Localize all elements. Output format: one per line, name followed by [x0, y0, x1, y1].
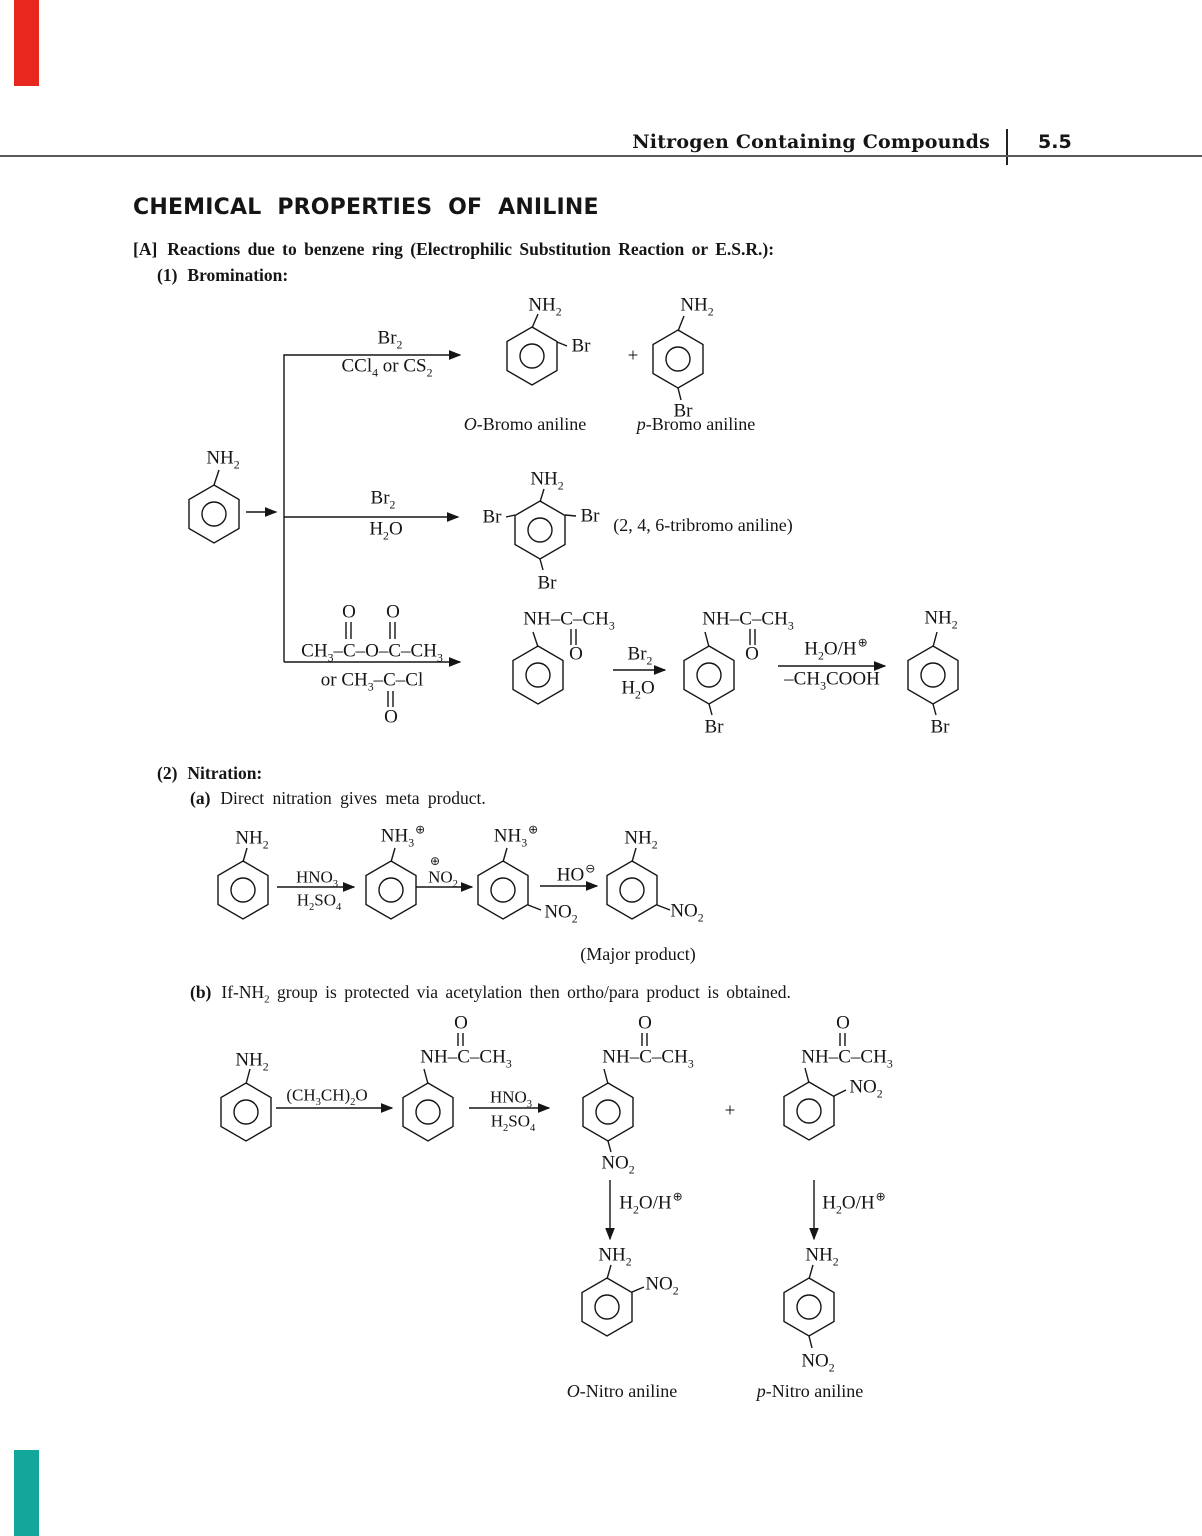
benzene-ring — [683, 645, 735, 705]
product-label-tribromo-aniline: (2, 4, 6-tribromo aniline) — [613, 515, 793, 535]
formula-br: Br — [571, 335, 591, 357]
formula-nh2: NH2 — [598, 1244, 632, 1269]
formula-nh2: NH2 — [805, 1244, 839, 1269]
plus-charge-icon: ⊕ — [429, 854, 441, 868]
benzene-ring — [512, 645, 564, 705]
formula-nh3-plus: NH3⊕ — [493, 822, 539, 850]
subsection-1-heading: (1)Bromination: — [157, 265, 289, 285]
formula-nh2: NH2 — [235, 827, 269, 852]
benzene-ring — [365, 860, 417, 920]
header-divider — [1006, 129, 1008, 165]
reagent-no2-plus: NO2 — [428, 867, 458, 890]
formula-nh2: NH2 — [624, 827, 658, 852]
formula-no2: NO2 — [645, 1273, 679, 1298]
benzene-ring — [606, 860, 658, 920]
formula-no2: NO2 — [544, 901, 578, 926]
reagent-hno3: HNO3 — [489, 1087, 533, 1110]
benzene-ring — [402, 1082, 454, 1142]
formula-acetamido: NH–C–CH3 — [523, 608, 615, 633]
benzene-ring — [506, 326, 558, 386]
reagent-h2o: H2O — [369, 518, 403, 543]
section-a-heading: [A]Reactions due to benzene ring (Electr… — [133, 239, 775, 259]
reagent-h2o-h-plus: H2O/H⊕ — [619, 1189, 683, 1217]
print-edge-bar-teal — [14, 1450, 39, 1536]
formula-acetamido: NH–C–CH3 — [702, 608, 794, 633]
benzene-ring — [652, 329, 704, 389]
formula-o: O — [342, 601, 356, 623]
formula-o: O — [386, 601, 400, 623]
formula-br: Br — [704, 716, 724, 738]
reagent-h2o-h-plus: H2O/H⊕ — [804, 635, 868, 663]
formula-o: O — [384, 706, 398, 728]
formula-acetamido: NH–C–CH3 — [420, 1046, 512, 1071]
reagent-h2o: H2O — [621, 677, 655, 702]
subsection-2b-heading: (b)If-NH2 group is protected via acetyla… — [190, 982, 791, 1006]
plus-sign: + — [724, 1100, 736, 1122]
formula-o: O — [454, 1012, 468, 1034]
reagent-acetylating-agent: (CH3CH)2O — [286, 1085, 368, 1108]
reagent-ccl4-cs2: CCl4 or CS2 — [341, 355, 433, 380]
reagent-minus-ch3cooh: –CH3COOH — [784, 668, 880, 693]
formula-nh3-plus: NH3⊕ — [380, 822, 426, 850]
reagent-acetic-anhydride: CH3–C–O–C–CH3 — [301, 640, 443, 665]
reaction-arrows — [246, 350, 887, 1241]
header-rule — [0, 155, 1202, 157]
benzene-ring — [477, 860, 529, 920]
formula-no2: NO2 — [849, 1076, 883, 1101]
subsection-2a-heading: (a)Direct nitration gives meta product. — [190, 788, 486, 808]
formula-br: Br — [482, 506, 502, 528]
formula-no2: NO2 — [601, 1152, 635, 1177]
plus-sign: + — [627, 345, 639, 367]
formula-br: Br — [930, 716, 950, 738]
benzene-ring — [514, 500, 566, 560]
formula-br: Br — [537, 572, 557, 594]
running-header-title: Nitrogen Containing Compounds — [632, 131, 990, 153]
reagent-h2so4: H2SO4 — [296, 890, 342, 913]
formula-o: O — [638, 1012, 652, 1034]
reagent-br2: Br2 — [370, 487, 396, 512]
benzene-ring — [783, 1081, 835, 1141]
print-edge-bar-red — [14, 0, 39, 86]
formula-nh2: NH2 — [680, 294, 714, 319]
product-label-o-nitro-aniline: O-Nitro aniline — [566, 1381, 678, 1401]
formula-br: Br — [673, 400, 693, 422]
product-label-o-bromo-aniline: O-Bromo aniline — [463, 414, 587, 434]
major-product-label: (Major product) — [580, 944, 696, 964]
reagent-h2o-h-plus: H2O/H⊕ — [822, 1189, 886, 1217]
subsection-2-heading: (2)Nitration: — [157, 763, 263, 783]
benzene-ring — [907, 645, 959, 705]
formula-no2: NO2 — [801, 1350, 835, 1375]
benzene-ring — [188, 484, 240, 544]
product-label-p-bromo-aniline: p-Bromo aniline — [636, 414, 756, 434]
benzene-ring — [582, 1082, 634, 1142]
benzene-ring — [220, 1082, 272, 1142]
formula-nh2: NH2 — [924, 607, 958, 632]
reagent-acetyl-chloride: or CH3–C–Cl — [320, 669, 424, 694]
formula-o: O — [836, 1012, 850, 1034]
reagent-hno3: HNO3 — [295, 867, 339, 890]
formula-no2: NO2 — [670, 900, 704, 925]
page-title: CHEMICAL PROPERTIES OF ANILINE — [133, 195, 599, 220]
formula-nh2: NH2 — [206, 447, 240, 472]
reagent-h2so4: H2SO4 — [490, 1111, 536, 1134]
section-a-label: [A] — [133, 239, 158, 259]
formula-br: Br — [580, 505, 600, 527]
formula-nh2: NH2 — [530, 468, 564, 493]
formula-nh2: NH2 — [528, 294, 562, 319]
reagent-br2: Br2 — [377, 327, 403, 352]
formula-nh2: NH2 — [235, 1049, 269, 1074]
reagent-hydroxide: HO⊖ — [556, 861, 596, 886]
reagent-br2: Br2 — [627, 643, 653, 668]
formula-acetamido: NH–C–CH3 — [602, 1046, 694, 1071]
product-label-p-nitro-aniline: p-Nitro aniline — [756, 1381, 864, 1401]
benzene-ring — [217, 860, 269, 920]
formula-o: O — [745, 643, 759, 665]
formula-acetamido: NH–C–CH3 — [801, 1046, 893, 1071]
benzene-ring — [783, 1277, 835, 1337]
bonds — [213, 313, 938, 1349]
formula-o: O — [569, 643, 583, 665]
page-number: 5.5 — [1038, 131, 1072, 153]
benzene-ring — [581, 1277, 633, 1337]
